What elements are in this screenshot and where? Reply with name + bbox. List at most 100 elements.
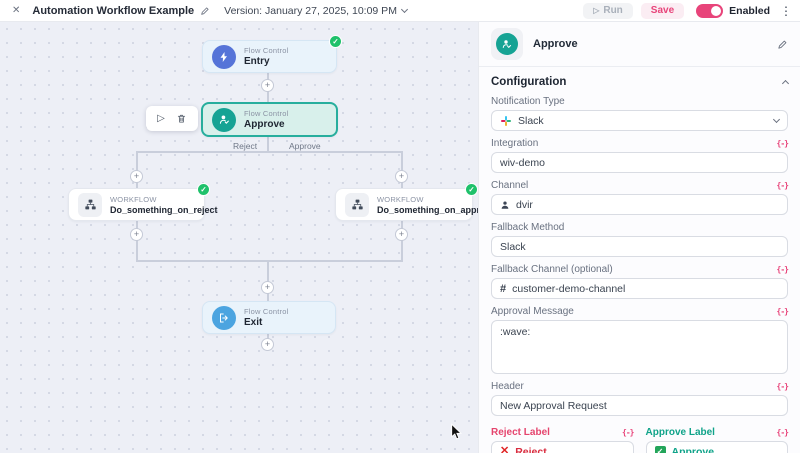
workflow-icon xyxy=(345,192,369,217)
field-fallback-channel: Fallback Channel (optional) {-} # custom… xyxy=(491,264,789,299)
fallback-method-input[interactable]: Slack xyxy=(491,236,788,257)
slack-icon xyxy=(500,115,512,127)
success-badge-icon: ✓ xyxy=(329,35,342,48)
approval-message-value: :wave: xyxy=(500,326,531,338)
approval-message-textarea[interactable]: :wave: xyxy=(491,320,788,374)
red-x-icon: ✕ xyxy=(500,445,510,453)
node-name-label: Approve xyxy=(244,119,285,130)
add-node-button[interactable]: + xyxy=(395,228,408,241)
add-node-button[interactable]: + xyxy=(395,170,408,183)
node-toolbar: ▷ xyxy=(146,106,198,131)
field-channel: Channel {-} dvir xyxy=(491,180,789,215)
flow-control-entry-icon xyxy=(212,44,236,69)
edge-branch-horizontal xyxy=(136,151,403,153)
panel-node-title: Approve xyxy=(533,38,578,50)
variables-icon[interactable]: {-} xyxy=(776,428,789,437)
node-name-label: Do_something_on_approved xyxy=(377,204,478,215)
more-options-icon[interactable]: ⋮ xyxy=(780,3,792,18)
workflow-canvas[interactable]: Reject Approve + + + + + + + ✓ Flow Cont… xyxy=(0,22,478,453)
enabled-toggle-group: Enabled xyxy=(696,3,770,18)
node-entry[interactable]: ✓ Flow Control Entry xyxy=(202,35,342,73)
workflow-title: Automation Workflow Example xyxy=(32,4,195,17)
approve-label-value: Approve xyxy=(671,445,715,453)
node-type-label: WORKFLOW xyxy=(377,194,424,204)
variables-icon[interactable]: {-} xyxy=(776,382,789,391)
header-label: Header xyxy=(491,381,524,392)
toggle-knob xyxy=(711,5,722,16)
field-fallback-method: Fallback Method Slack xyxy=(491,222,788,257)
node-type-label: Flow Control xyxy=(244,46,289,55)
chevron-down-icon xyxy=(772,115,781,124)
variables-icon[interactable]: {-} xyxy=(622,428,634,437)
notification-type-select[interactable]: Slack xyxy=(491,110,788,131)
integration-input[interactable]: wiv-demo xyxy=(491,152,788,173)
run-button[interactable]: ▷ Run xyxy=(583,2,633,19)
field-integration: Integration {-} wiv-demo xyxy=(491,138,789,173)
node-name-label: Do_something_on_reject xyxy=(110,204,218,215)
fallback-channel-input[interactable]: # customer-demo-channel xyxy=(491,278,788,299)
mouse-cursor xyxy=(450,423,463,446)
version-selector[interactable]: Version: January 27, 2025, 10:09 PM xyxy=(224,5,408,17)
header-input[interactable]: New Approval Request xyxy=(491,395,788,416)
add-node-button[interactable]: + xyxy=(261,338,274,351)
fallback-method-value: Slack xyxy=(500,240,526,253)
node-icon-wrap xyxy=(491,28,523,60)
green-check-icon: ✓ xyxy=(654,446,666,453)
node-exit[interactable]: Flow Control Exit xyxy=(202,301,336,334)
node-do-something-on-approved[interactable]: ✓ WORKFLOW Do_something_on_approved xyxy=(335,183,478,221)
variables-icon[interactable]: {-} xyxy=(776,265,789,274)
delete-node-icon[interactable] xyxy=(176,113,187,124)
close-icon[interactable]: ✕ xyxy=(12,5,21,16)
edit-title-icon[interactable] xyxy=(200,6,210,16)
configuration-title: Configuration xyxy=(491,76,567,88)
node-name-label: Entry xyxy=(244,56,270,67)
approve-label-label: Approve Label xyxy=(645,427,715,438)
configuration-section-header[interactable]: Configuration xyxy=(491,67,790,89)
field-reject-label: Reject Label {-} ✕ Reject xyxy=(491,420,635,453)
fallback-channel-value: customer-demo-channel xyxy=(512,282,626,295)
approve-node-icon xyxy=(212,107,236,132)
run-label: Run xyxy=(603,5,623,16)
reject-label-value: Reject xyxy=(515,445,547,453)
variables-icon[interactable]: {-} xyxy=(776,307,789,316)
edge-reject-branch xyxy=(136,151,138,188)
node-approve[interactable]: Flow Control Approve xyxy=(201,102,338,137)
add-node-button[interactable]: + xyxy=(130,170,143,183)
add-node-button[interactable]: + xyxy=(261,281,274,294)
edge-merge-exit xyxy=(267,260,269,301)
approve-label-input[interactable]: ✓ Approve xyxy=(645,441,788,453)
notification-type-value: Slack xyxy=(518,114,544,127)
channel-input[interactable]: dvir xyxy=(491,194,788,215)
integration-value: wiv-demo xyxy=(500,156,545,169)
edit-node-icon[interactable] xyxy=(777,39,788,50)
success-badge-icon: ✓ xyxy=(197,183,210,196)
user-icon xyxy=(500,200,510,210)
node-do-something-on-reject[interactable]: ✓ WORKFLOW Do_something_on_reject xyxy=(68,183,218,221)
node-type-label: Flow Control xyxy=(244,109,289,118)
config-panel: Approve Configuration Notification Type … xyxy=(478,22,800,453)
save-button[interactable]: Save xyxy=(640,2,685,19)
enabled-toggle[interactable] xyxy=(696,3,724,18)
variables-icon[interactable]: {-} xyxy=(776,181,789,190)
flow-control-exit-icon xyxy=(212,305,236,330)
header-value: New Approval Request xyxy=(500,399,607,412)
variables-icon[interactable]: {-} xyxy=(776,139,789,148)
approval-message-label: Approval Message xyxy=(491,306,574,317)
notification-type-label: Notification Type xyxy=(491,96,565,107)
add-node-button[interactable]: + xyxy=(261,79,274,92)
edge-approve-branch xyxy=(267,137,269,152)
approve-node-icon xyxy=(496,33,518,55)
chevron-down-icon xyxy=(400,5,408,14)
run-node-icon[interactable]: ▷ xyxy=(157,113,165,124)
hash-icon: # xyxy=(500,282,507,295)
topbar: ✕ Automation Workflow Example Version: J… xyxy=(0,0,800,22)
node-name-label: Exit xyxy=(244,317,263,328)
chevron-up-icon xyxy=(781,79,790,88)
divider xyxy=(479,66,800,67)
reject-label-input[interactable]: ✕ Reject xyxy=(491,441,634,453)
add-node-button[interactable]: + xyxy=(130,228,143,241)
channel-label: Channel xyxy=(491,180,529,191)
node-type-label: WORKFLOW xyxy=(110,194,157,204)
integration-label: Integration xyxy=(491,138,539,149)
